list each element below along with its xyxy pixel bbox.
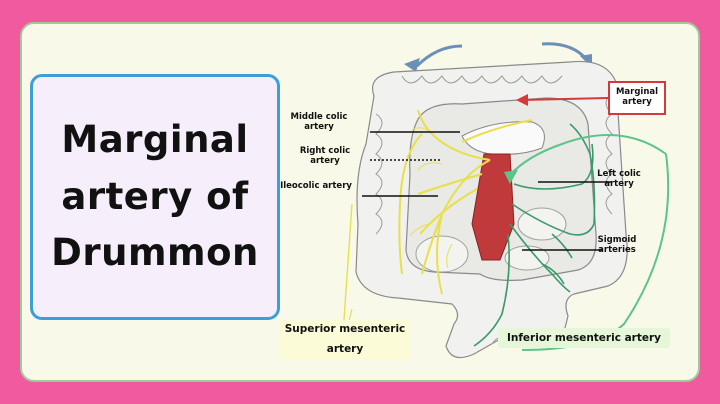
blue-arrow-right <box>541 42 589 61</box>
sma-thin-branches <box>409 127 453 269</box>
green-pointer-arrow <box>508 134 667 177</box>
label-sigmoid-arteries: Sigmoid arteries <box>597 235 637 255</box>
sma-label-line-1: Superior mesenteric <box>284 323 406 335</box>
red-arrowhead <box>516 94 528 106</box>
blue-arrow-left <box>415 44 463 68</box>
title-line-1: Marginal <box>61 117 249 161</box>
label-left-colic-artery: Left colic artery <box>597 169 641 189</box>
sma-pointer-line <box>343 203 353 321</box>
blue-arrowhead-left <box>404 58 420 72</box>
title-line-2: artery of <box>61 174 249 218</box>
transverse-mesocolon <box>461 121 545 155</box>
label-ileocolic-artery: Ileocolic artery <box>280 181 352 191</box>
title-line-3: Drummon <box>51 231 259 275</box>
red-pointer-line <box>521 97 609 101</box>
title-card: Marginal artery of Drummon <box>30 74 280 320</box>
aorta <box>471 153 515 261</box>
label-inferior-mesenteric-artery: Inferior mesenteric artery <box>498 328 670 348</box>
label-superior-mesenteric-artery: Superior mesenteric artery <box>280 320 410 360</box>
label-middle-colic-artery: Middle colic artery <box>290 112 348 132</box>
sma-label-line-2: artery <box>326 342 364 355</box>
inferior-mesenteric-vessels <box>473 123 596 347</box>
small-intestine <box>415 207 567 273</box>
label-right-colic-artery: Right colic artery <box>299 146 351 166</box>
colon-arteries-illustration <box>343 42 670 359</box>
content-panel: Marginal artery of Drummon <box>20 22 700 382</box>
green-arrowhead <box>504 170 518 184</box>
label-leaders <box>362 131 612 251</box>
superior-mesenteric-vessels <box>343 109 533 345</box>
label-marginal-artery: Marginal artery <box>608 81 666 115</box>
